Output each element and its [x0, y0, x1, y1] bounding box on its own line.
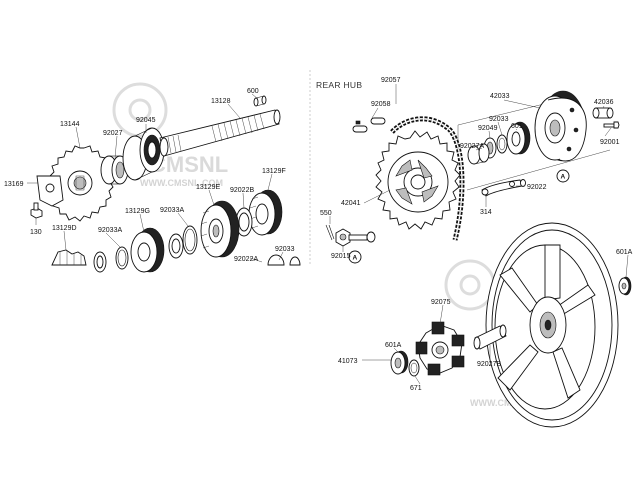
retainer-13169[interactable] — [36, 175, 64, 207]
label-42036: 42036 — [594, 99, 614, 106]
label-13129D: 13129D — [52, 225, 77, 232]
cotter-pin-550[interactable] — [325, 224, 335, 241]
chain-adjuster-314[interactable] — [481, 179, 523, 197]
washer-92022[interactable] — [520, 179, 526, 187]
bearing-601A-right[interactable] — [618, 276, 632, 296]
front-sprocket-13144[interactable] — [48, 145, 114, 222]
pin-600[interactable] — [253, 95, 267, 107]
rear-wheel[interactable] — [485, 222, 619, 428]
rear-sprocket-42041[interactable] — [375, 130, 461, 230]
watermark-url-left: WWW.CMSNL.COM — [140, 178, 223, 188]
label-671: 671 — [410, 385, 422, 392]
gear-13129F[interactable] — [248, 189, 283, 236]
callout-a-left: A — [348, 250, 362, 264]
gear-13129E[interactable] — [200, 200, 240, 258]
leader-lines-right — [329, 84, 629, 385]
bolt-130[interactable] — [30, 202, 43, 219]
circlip-92033[interactable] — [289, 256, 301, 266]
label-92045: 92045 — [136, 117, 156, 124]
label-92022A: 92022A — [234, 256, 258, 263]
label-92057: 92057 — [381, 77, 401, 84]
collar-92027B[interactable] — [473, 324, 507, 350]
output-shaft-13128[interactable] — [159, 109, 281, 157]
callout-a-right: A — [556, 169, 570, 183]
circlip-92033A-right[interactable] — [182, 225, 198, 255]
drive-chain-92057[interactable] — [390, 116, 465, 241]
label-601A-left: 601A — [385, 342, 402, 349]
label-92033A-left: 92033A — [98, 227, 122, 234]
label-92027: 92027 — [103, 130, 123, 137]
circlip-92033-hub[interactable] — [496, 134, 508, 154]
gear-13129G[interactable] — [130, 227, 165, 273]
label-550: 550 — [320, 210, 332, 217]
leader-lines-left — [27, 93, 284, 263]
seal-671[interactable] — [408, 359, 420, 377]
collar-92027A[interactable] — [467, 143, 490, 165]
label-601A-right: 601A — [616, 249, 633, 256]
label-42033: 42033 — [490, 93, 510, 100]
bearing-601A-left[interactable] — [390, 350, 409, 375]
label-42041: 42041 — [341, 200, 361, 207]
label-13129E: 13129E — [196, 184, 220, 191]
section-title-rear-hub: REAR HUB — [316, 80, 362, 90]
label-92033-hub: 92033 — [489, 116, 509, 123]
svg-text:A: A — [561, 174, 566, 181]
bearing-601[interactable] — [506, 121, 531, 155]
label-92001: 92001 — [600, 139, 620, 146]
nut-92015[interactable] — [335, 228, 351, 247]
label-13169: 13169 — [4, 181, 24, 188]
label-92033: 92033 — [275, 246, 295, 253]
label-92015: 92015 — [331, 253, 351, 260]
label-600: 600 — [247, 88, 259, 95]
gear-13129D[interactable] — [51, 249, 87, 266]
label-92027A: 92027A — [460, 143, 484, 150]
stud[interactable] — [348, 231, 376, 243]
svg-text:A: A — [353, 255, 358, 262]
label-13128: 13128 — [211, 98, 231, 105]
label-92058: 92058 — [371, 101, 391, 108]
label-601: 601 — [511, 123, 523, 130]
label-92022B: 92022B — [230, 187, 254, 194]
label-92022: 92022 — [527, 184, 547, 191]
label-92027B: 92027B — [477, 361, 501, 368]
washer-92022A[interactable] — [267, 254, 285, 266]
label-130: 130 — [30, 229, 42, 236]
sleeve-42036[interactable] — [592, 107, 614, 119]
hub-damper-41073[interactable] — [415, 321, 465, 376]
bearing-92045[interactable] — [122, 127, 165, 181]
washer-small-left[interactable] — [93, 251, 107, 273]
label-92075: 92075 — [431, 299, 451, 306]
circlip-92033A-left[interactable] — [115, 246, 129, 270]
watermark-left: CMSNL WWW.CMSNL.COM — [112, 82, 228, 188]
label-92049: 92049 — [478, 125, 498, 132]
label-13129F: 13129F — [262, 168, 286, 175]
label-13129G: 13129G — [125, 208, 150, 215]
label-13144: 13144 — [60, 121, 80, 128]
label-314: 314 — [480, 209, 492, 216]
bolt-92001[interactable] — [603, 121, 620, 129]
hub-flange-42033[interactable] — [534, 90, 587, 162]
label-41073: 41073 — [338, 358, 358, 365]
label-92033A-right: 92033A — [160, 207, 184, 214]
collar-mid[interactable] — [168, 233, 184, 259]
master-link-92058[interactable] — [352, 117, 386, 133]
